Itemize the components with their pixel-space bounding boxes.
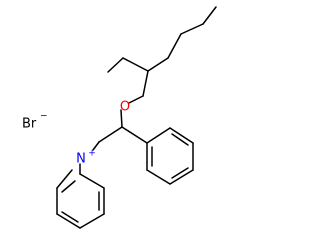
bromide-ion: Br − bbox=[22, 112, 48, 132]
bromide-charge: − bbox=[40, 112, 48, 122]
backbone bbox=[92, 126, 148, 151]
oxygen-atom: O bbox=[120, 100, 130, 115]
butyl-chain bbox=[147, 6, 217, 72]
pyridinium-ring bbox=[56, 163, 105, 229]
oxygen-label: O bbox=[120, 100, 130, 115]
phenyl-ring bbox=[146, 127, 194, 185]
ether-linkage bbox=[120, 70, 149, 128]
bromide-label: Br bbox=[22, 117, 37, 132]
chemical-structure: O N + Br − bbox=[22, 6, 217, 229]
nitrogen-atom: N + bbox=[76, 149, 96, 167]
ethyl-branch bbox=[107, 57, 149, 73]
nitrogen-charge: + bbox=[88, 149, 96, 159]
nitrogen-label: N bbox=[76, 152, 86, 167]
